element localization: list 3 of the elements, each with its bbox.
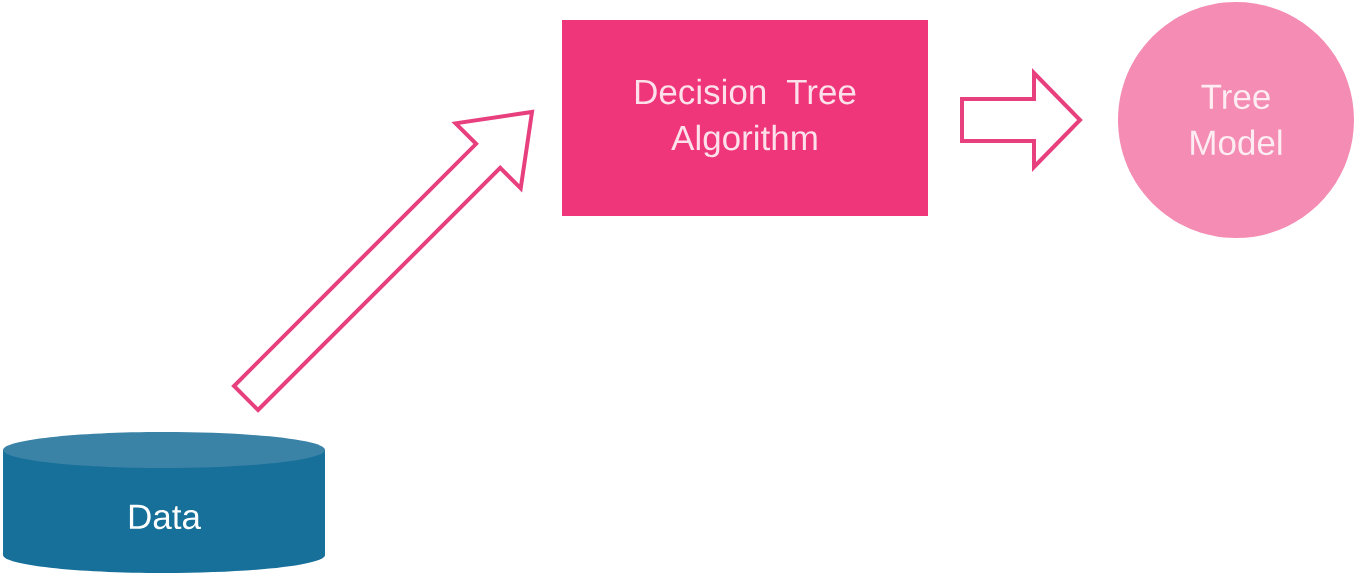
cylinder: Data: [3, 432, 325, 573]
block-arrow: [960, 68, 1083, 172]
process-box: Decision Tree Algorithm: [562, 20, 928, 216]
